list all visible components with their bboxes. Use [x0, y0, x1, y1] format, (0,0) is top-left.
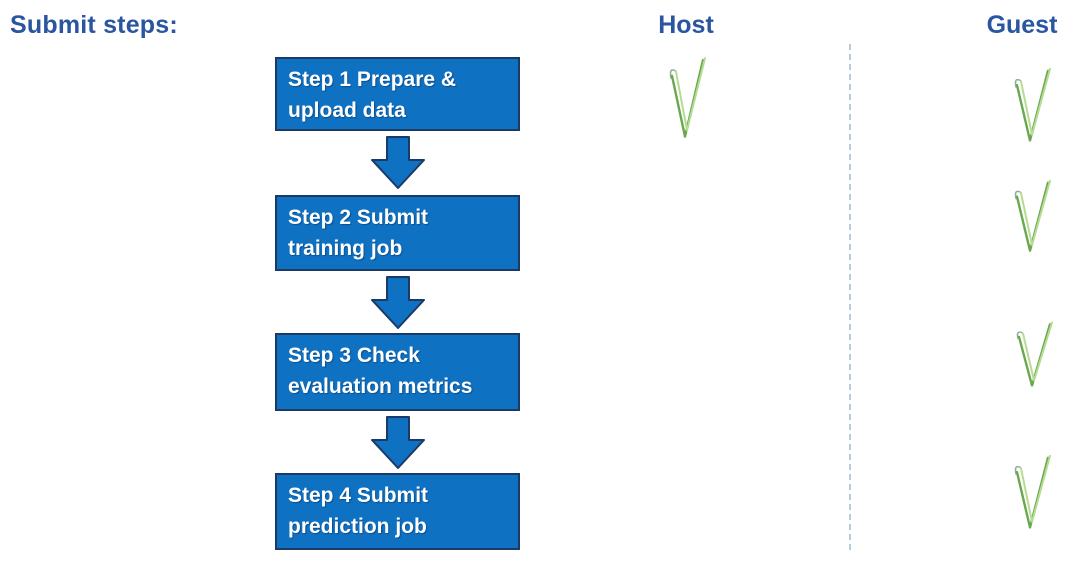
step-1-label-line2: upload data	[288, 99, 406, 122]
step-2-label-line2: training job	[288, 237, 403, 260]
step-box-2: Step 2 Submit training job	[275, 195, 520, 271]
step-4-label-line2: prediction job	[288, 515, 427, 538]
checkmark-icon-host-step1	[669, 57, 706, 138]
column-header-guest: Guest	[986, 11, 1058, 39]
column-header-host: Host	[658, 11, 714, 39]
step-2-label-line1: Step 2 Submit	[288, 206, 429, 229]
step-box-4: Step 4 Submit prediction job	[275, 473, 520, 550]
page-title: Submit steps:	[10, 11, 178, 39]
checkmark-icon-guest-step3	[1016, 321, 1053, 387]
step-4-label-line1: Step 4 Submit	[288, 484, 429, 507]
checkmark-icon-guest-step1	[1014, 67, 1051, 142]
down-arrow-icon	[371, 276, 425, 329]
step-3-label-line1: Step 3 Check	[288, 344, 420, 367]
step-box-1: Step 1 Prepare & upload data	[275, 57, 520, 131]
down-arrow-icon	[371, 136, 425, 189]
checkmark-icon-guest-step4	[1014, 454, 1051, 529]
column-divider-line	[849, 44, 851, 550]
checkmark-icon-guest-step2	[1014, 179, 1051, 252]
step-3-label-line2: evaluation metrics	[288, 375, 473, 398]
step-box-3: Step 3 Check evaluation metrics	[275, 333, 520, 411]
step-1-label-line1: Step 1 Prepare &	[288, 68, 457, 91]
down-arrow-icon	[371, 416, 425, 469]
